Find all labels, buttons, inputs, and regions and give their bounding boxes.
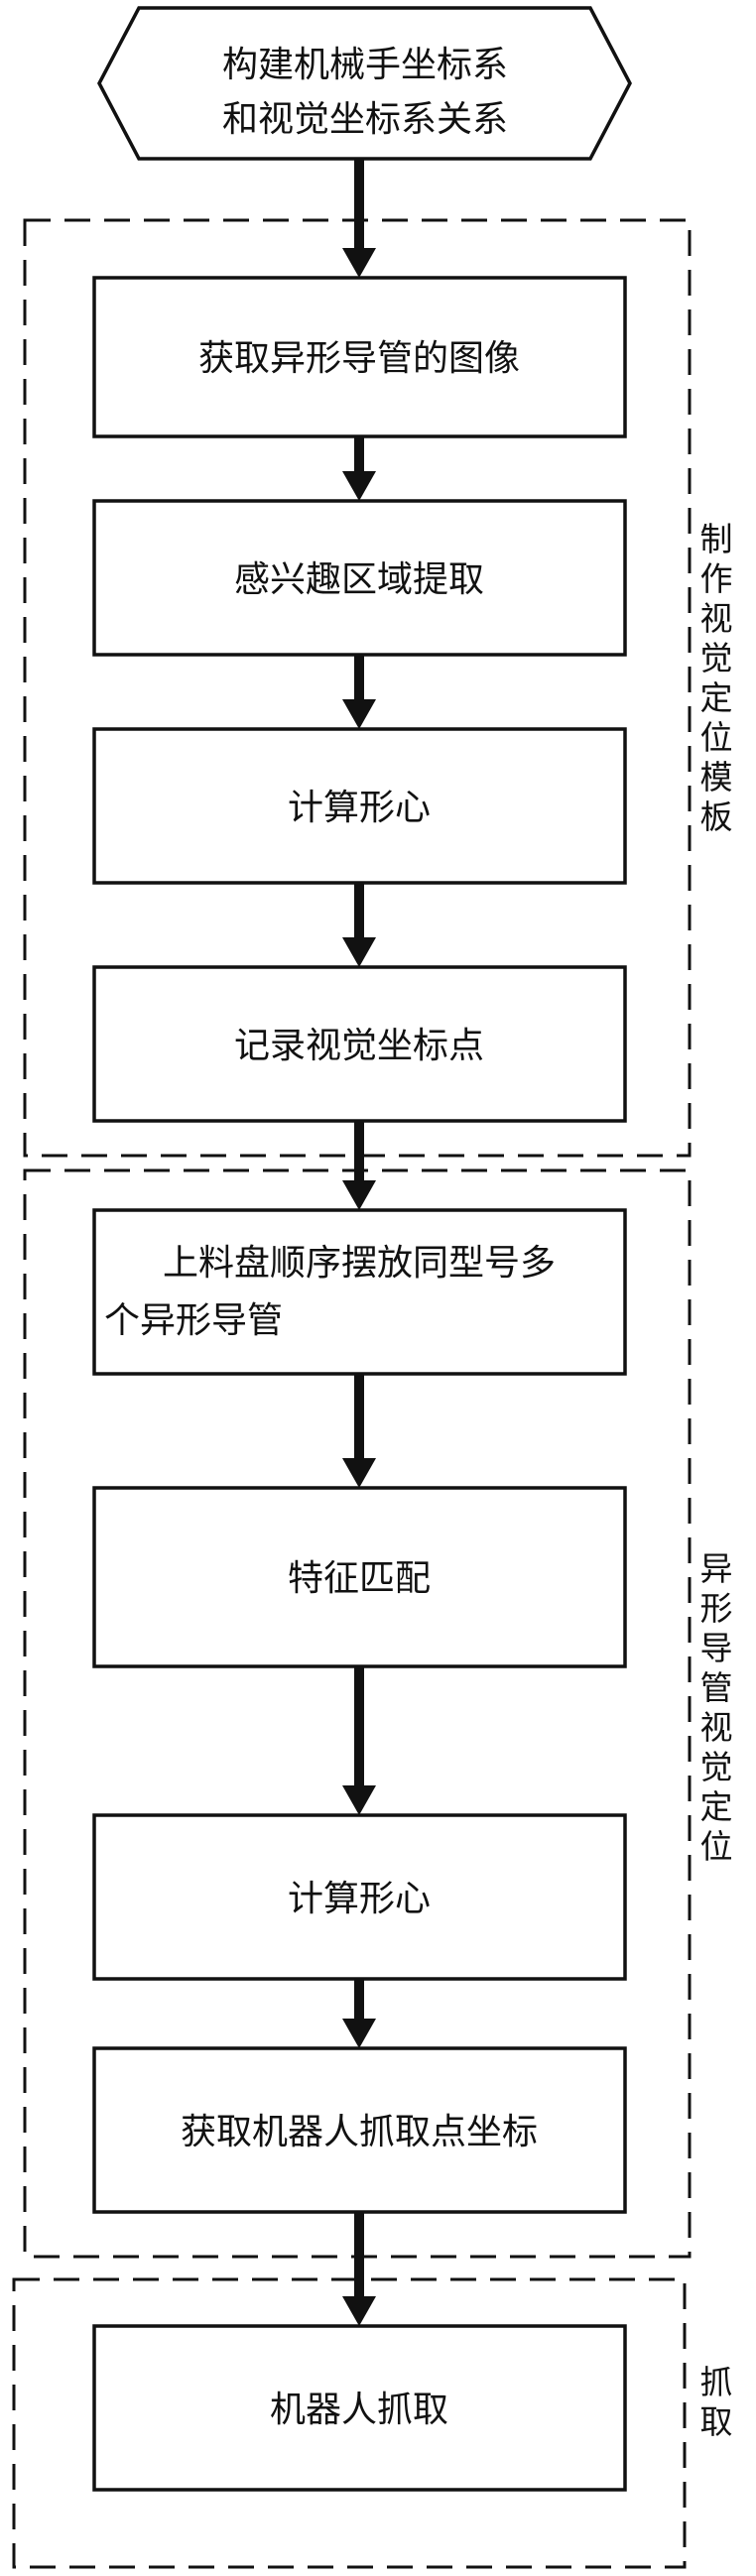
step-text-1: 获取异形导管的图像 — [198, 338, 520, 379]
step-text-6: 特征匹配 — [288, 1558, 431, 1599]
arrow-1 — [342, 159, 376, 278]
arrow-8 — [342, 1979, 376, 2048]
arrow-2 — [342, 436, 376, 501]
group-label-grab: 抓取 — [700, 2363, 733, 2441]
step-box-8 — [92, 2046, 627, 2214]
step-text-2: 感兴趣区域提取 — [234, 559, 484, 600]
step-box-6 — [92, 1486, 627, 1668]
group-frame-grab — [12, 2277, 687, 2569]
start-hexagon — [97, 6, 632, 161]
arrow-3 — [342, 655, 376, 729]
arrow-7 — [342, 1666, 376, 1815]
step-text-9: 机器人抓取 — [270, 2390, 448, 2430]
group-label-text: 抓取 — [700, 2363, 733, 2441]
arrow-4 — [342, 883, 376, 967]
group-label-locate: 异形导管视觉定位 — [700, 1549, 733, 1866]
step-box-5 — [92, 1208, 627, 1376]
arrow-5 — [342, 1121, 376, 1210]
step-box-2 — [92, 499, 627, 657]
step-text-8: 获取机器人抓取点坐标 — [181, 2112, 538, 2152]
step-text-5-line-2: 个异形导管 — [104, 1300, 283, 1341]
group-label-text: 制作视觉定位模板 — [700, 520, 733, 836]
step-box-1 — [92, 276, 627, 438]
step-text-3: 计算形心 — [288, 788, 431, 828]
start-text-line-1: 构建机械手坐标系 — [222, 45, 508, 85]
step-text-7: 计算形心 — [288, 1879, 431, 1919]
step-box-9 — [92, 2324, 627, 2492]
start-text-line-2: 和视觉坐标系关系 — [222, 99, 508, 140]
step-box-7 — [92, 1813, 627, 1981]
step-text-5-line-1: 上料盘顺序摆放同型号多 — [163, 1243, 556, 1284]
step-text-4: 记录视觉坐标点 — [234, 1026, 484, 1066]
group-label-template: 制作视觉定位模板 — [700, 520, 733, 836]
arrow-6 — [342, 1374, 376, 1488]
arrow-9 — [342, 2212, 376, 2326]
step-box-3 — [92, 727, 627, 885]
group-label-text: 异形导管视觉定位 — [700, 1549, 733, 1866]
